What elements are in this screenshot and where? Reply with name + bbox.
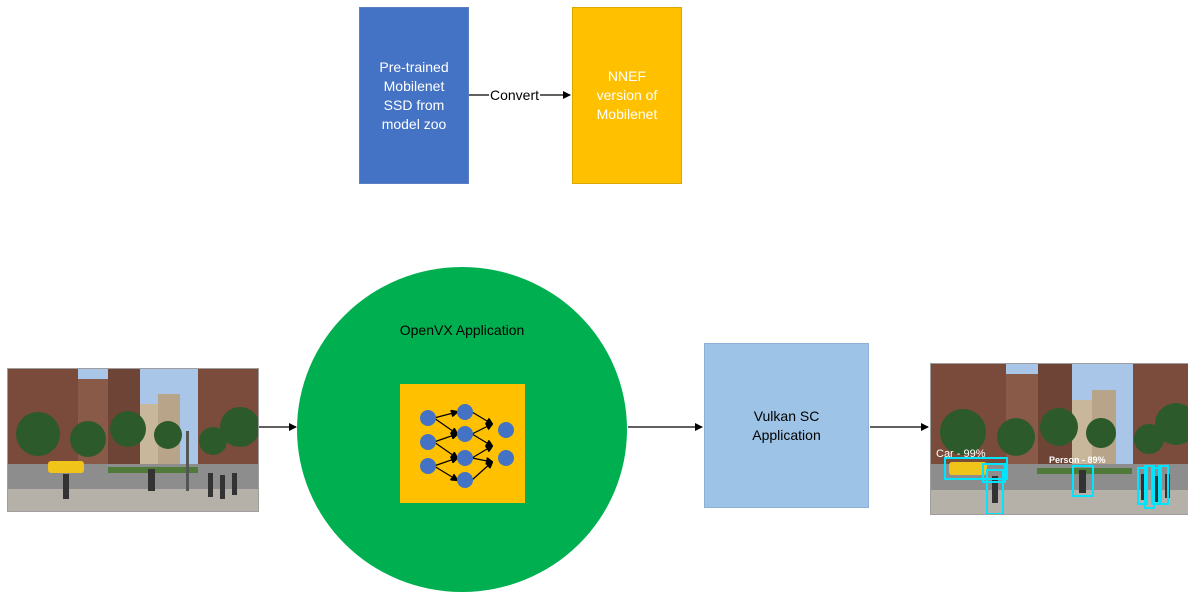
nnef-box: NNEF version of Mobilenet [572, 7, 682, 184]
group-detection-box-3 [1151, 467, 1162, 505]
person-detection-box [986, 469, 1004, 514]
street-scene-icon [8, 369, 258, 511]
vulkan-sc-application-box: Vulkan SC Application [704, 343, 869, 508]
person-detection-label: Person - 89% [1049, 455, 1106, 465]
neural-network-icon [420, 404, 514, 488]
group-detection-box [1137, 467, 1148, 505]
car-detection-label: Car - 99% [936, 448, 986, 460]
vulkan-sc-label: Vulkan SC Application [752, 407, 821, 443]
output-detection-photo: Car - 99% Person - 89% [930, 363, 1188, 515]
model-zoo-box: Pre-trained Mobilenet SSD from model zoo [359, 7, 469, 184]
group-detection-box-4 [1158, 465, 1169, 505]
car-detection-box [944, 457, 1008, 480]
street-scene-detections-icon: Car - 99% Person - 89% [931, 364, 1188, 514]
group-detection-box-2 [1144, 465, 1155, 509]
convert-label: Convert [489, 87, 541, 103]
car-detection-box-2 [982, 463, 1006, 483]
neural-network-panel [400, 384, 525, 503]
person-detection-box-2 [1072, 465, 1094, 497]
openvx-application-label: OpenVX Application [399, 322, 525, 338]
model-zoo-label: Pre-trained Mobilenet SSD from model zoo [379, 58, 449, 132]
nnef-label: NNEF version of Mobilenet [596, 68, 658, 122]
input-street-photo [7, 368, 259, 512]
